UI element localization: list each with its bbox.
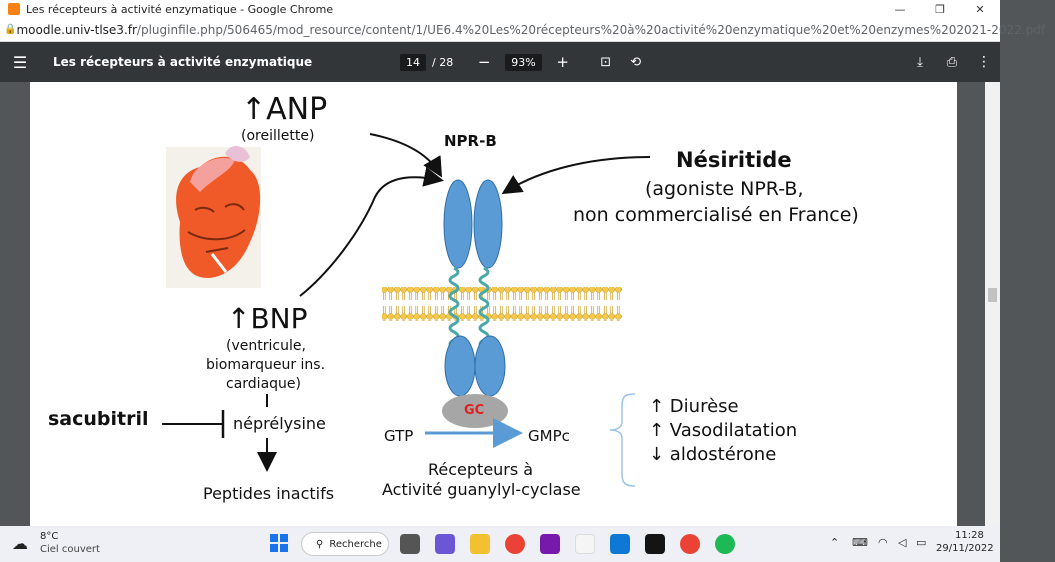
netflix-icon[interactable] <box>645 534 665 554</box>
effect-vasodilatation: ↑ Vasodilatation <box>649 420 798 441</box>
zoom-out-button[interactable]: − <box>477 53 491 71</box>
cloud-weather-icon[interactable]: ☁ <box>12 534 28 553</box>
search-label: Recherche <box>329 538 382 550</box>
download-icon[interactable]: ⤓ <box>917 54 923 70</box>
weather-temp[interactable]: 8°C <box>40 531 59 542</box>
minimize-button[interactable]: — <box>894 2 906 16</box>
bnp-sublabel-2: biomarqueur ins. <box>206 357 326 373</box>
spotify-icon[interactable] <box>715 534 735 554</box>
weather-text[interactable]: Ciel couvert <box>40 544 100 555</box>
page-total: / 28 <box>432 55 454 69</box>
moodle-favicon-icon <box>8 3 20 15</box>
pdf-page: ↑ANP (oreillette) NPR-B Nésiritide (agon… <box>30 82 957 526</box>
address-bar[interactable]: 🔒 moodle.univ-tlse3.fr/pluginfile.php/50… <box>0 18 1055 42</box>
nesiritide-label: Nésiritide <box>676 148 792 172</box>
chevron-up-icon[interactable]: ⌃ <box>830 536 840 549</box>
url-text[interactable]: moodle.univ-tlse3.fr/pluginfile.php/5064… <box>16 22 1046 37</box>
battery-icon[interactable]: ▭ <box>916 536 927 549</box>
share-icon[interactable]: ⇪ <box>1045 22 1055 37</box>
nesiritide-sublabel-2: non commercialisé en France) <box>573 204 859 226</box>
receptor-caption-2: Activité guanylyl-cyclase <box>382 480 581 499</box>
slide-diagram <box>162 133 651 487</box>
task-view-icon[interactable] <box>400 534 420 554</box>
mail-icon[interactable] <box>610 534 630 554</box>
document-title: Les récepteurs à activité enzymatique <box>53 55 313 69</box>
zoom-in-button[interactable]: + <box>556 53 569 71</box>
window-title: Les récepteurs à activité enzymatique - … <box>26 2 334 16</box>
heart-illustration <box>166 146 261 288</box>
wifi-icon[interactable]: ◠ <box>878 536 888 549</box>
search-box[interactable]: ⚲ Recherche <box>301 532 389 556</box>
speaker-icon[interactable]: ◁ <box>898 536 907 549</box>
window-titlebar: Les récepteurs à activité enzymatique - … <box>0 0 1000 18</box>
file-explorer-icon[interactable] <box>470 534 490 554</box>
teams-chat-icon[interactable] <box>435 534 455 554</box>
windows-start-icon[interactable] <box>270 534 288 552</box>
bnp-label: ↑BNP <box>227 302 308 335</box>
peptides-inactifs-label: Peptides inactifs <box>203 484 335 503</box>
bnp-sublabel-3: cardiaque) <box>226 376 301 392</box>
gmpc-label: GMPc <box>528 427 570 445</box>
gtp-label: GTP <box>384 427 414 445</box>
chrome-profile-icon[interactable] <box>680 534 700 554</box>
scrollbar-thumb[interactable] <box>988 288 997 302</box>
close-button[interactable]: ✕ <box>975 2 985 16</box>
bnp-sublabel-1: (ventricule, <box>226 338 306 354</box>
menu-icon[interactable]: ☰ <box>12 52 28 72</box>
onenote-icon[interactable] <box>540 534 560 554</box>
nesiritide-sublabel-1: (agoniste NPR-B, <box>645 178 804 200</box>
receptor-caption-1: Récepteurs à <box>428 460 534 479</box>
scrollbar[interactable] <box>985 82 1000 526</box>
zoom-input[interactable]: 93% <box>505 53 542 71</box>
anp-sublabel: (oreillette) <box>241 128 315 144</box>
rotate-icon[interactable]: ⟲ <box>630 54 642 70</box>
chrome-icon[interactable] <box>505 534 525 554</box>
pdf-viewer: ↑ANP (oreillette) NPR-B Nésiritide (agon… <box>0 82 1000 526</box>
keyboard-icon[interactable]: ⌨ <box>852 536 868 549</box>
effect-aldosterone: ↓ aldostérone <box>649 444 777 465</box>
clock-date[interactable]: 29/11/2022 <box>936 543 994 554</box>
lock-icon[interactable]: 🔒 <box>4 24 17 35</box>
bnp-arrow <box>299 167 444 297</box>
fit-page-icon[interactable]: ⊡ <box>600 54 612 70</box>
search-icon: ⚲ <box>316 538 324 550</box>
clock-time[interactable]: 11:28 <box>955 530 984 541</box>
pdf-toolbar: ☰ Les récepteurs à activité enzymatique … <box>0 42 1000 82</box>
guanylyl-cyclase-domain <box>442 394 508 428</box>
npr-b-label: NPR-B <box>444 132 497 150</box>
music-icon[interactable] <box>575 534 595 554</box>
sacubitril-label: sacubitril <box>48 408 149 430</box>
page-number-input[interactable]: 14 <box>400 53 426 71</box>
anp-arrow <box>369 133 443 178</box>
effects-bracket <box>609 393 636 487</box>
cell-membrane <box>382 287 622 321</box>
effect-diuresis: ↑ Diurèse <box>649 396 739 417</box>
gc-label: GC <box>464 403 485 418</box>
taskbar: ☁ 8°C Ciel couvert ⚲ Recherche ⌃ ⌨ ◠ ◁ ▭… <box>0 526 1000 562</box>
more-options-icon[interactable]: ⋮ <box>977 54 991 70</box>
print-icon[interactable]: ⎙ <box>946 54 958 70</box>
neprelysine-label: néprélysine <box>233 414 326 433</box>
nesiritide-arrow <box>501 156 651 195</box>
npr-b-receptor <box>442 179 508 428</box>
restore-button[interactable]: ❐ <box>935 2 945 16</box>
anp-label: ↑ANP <box>241 92 328 127</box>
